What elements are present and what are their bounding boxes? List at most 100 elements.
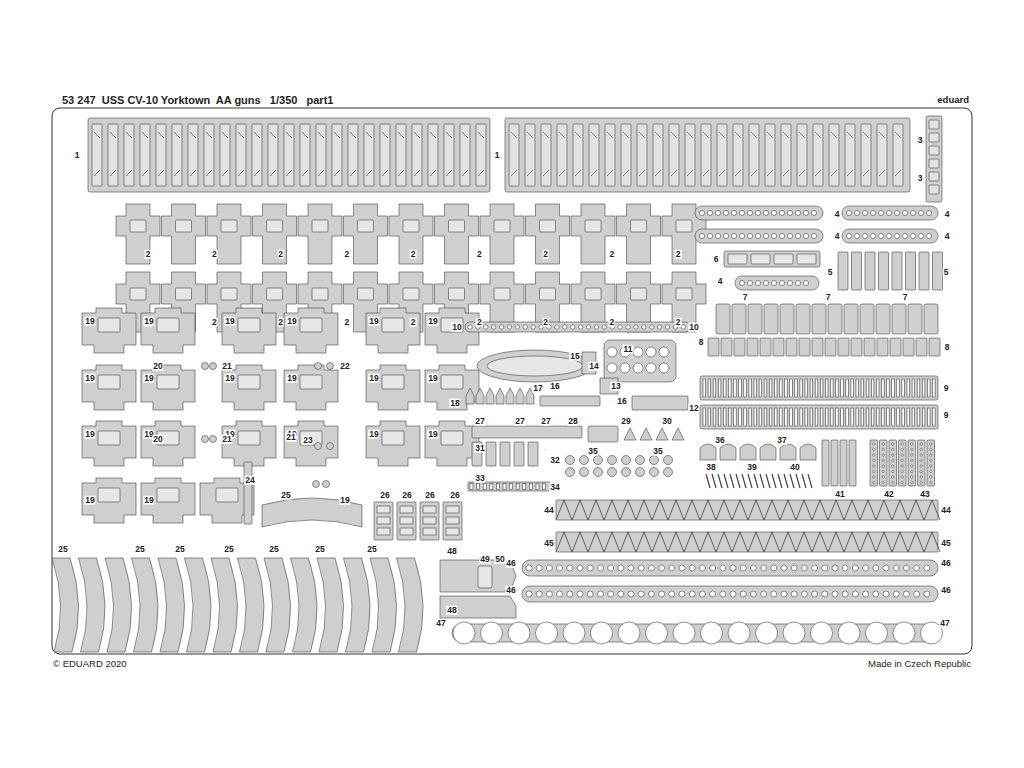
shield-detail (98, 488, 120, 502)
shield-detail (157, 488, 179, 502)
grille-slot (861, 379, 864, 397)
strip-detail (543, 484, 546, 490)
strip-hole (911, 481, 913, 483)
frame-part (734, 338, 745, 356)
callout-number: 25 (174, 545, 185, 554)
mount-part (617, 204, 661, 264)
strip-hole (781, 565, 787, 571)
disc-part (566, 468, 575, 477)
strip-hole (659, 591, 665, 597)
strip-hole (499, 325, 503, 329)
strip-hole (901, 443, 903, 445)
callout-number: 25 (268, 545, 279, 554)
frame-part (773, 338, 784, 356)
callout-number: 2 (343, 250, 350, 259)
mount-detail (494, 288, 510, 300)
rail-segment (877, 124, 887, 186)
rail-detail (863, 132, 869, 138)
callout-number: 19 (143, 317, 154, 326)
curved-part (317, 558, 344, 652)
callout-number: 2 (145, 250, 152, 259)
grille-slot (713, 408, 716, 426)
strip-hole (886, 210, 891, 215)
plate-hole (607, 363, 617, 373)
callout-number: 8 (698, 338, 705, 347)
grille-slot (749, 379, 752, 397)
disc-part (566, 456, 575, 465)
shield-part (425, 365, 479, 410)
rail-detail (799, 170, 805, 176)
strip-hole (699, 591, 705, 597)
strip-hole (930, 448, 932, 450)
rail-segment (929, 159, 939, 168)
callout-number: 4 (944, 232, 951, 241)
fret-marking: Made in Czech Republic (867, 659, 972, 669)
strip-hole (597, 591, 603, 597)
strip-hole (650, 325, 654, 329)
pin-part (790, 474, 794, 488)
rail-segment (637, 124, 647, 186)
strip-hole (679, 565, 685, 571)
shield-part (141, 308, 195, 353)
mount-part (571, 204, 615, 264)
callout-number: 19 (427, 317, 438, 326)
rail-detail (671, 132, 677, 138)
callout-number: 27 (514, 417, 525, 426)
callout-number: 27 (474, 417, 485, 426)
callout-number: 19 (368, 317, 379, 326)
truss-detail (556, 500, 940, 520)
shield-detail (238, 375, 260, 389)
strip-hole (886, 233, 891, 238)
grille-slot (902, 408, 905, 426)
strip-hole (536, 591, 542, 597)
strip-hole (739, 210, 744, 215)
grille-slot (785, 379, 788, 397)
strip-part (880, 440, 888, 486)
rail-segment (332, 124, 342, 186)
callout-number: 36 (714, 436, 725, 445)
strip-hole (523, 325, 527, 329)
callout-number: 41 (834, 490, 845, 499)
rail-segment (573, 124, 583, 186)
strip-hole (930, 443, 932, 445)
strip-hole (791, 565, 797, 571)
strip-hole (747, 280, 752, 285)
mount-detail (585, 288, 601, 300)
strip-hole (763, 233, 768, 238)
strip-hole (689, 565, 695, 571)
rail-segment (653, 124, 663, 186)
fret-title: 53 247 USS CV-10 Yorktown AA guns 1/350 … (62, 95, 333, 106)
strip-hole (878, 233, 883, 238)
callout-number: 4 (834, 232, 841, 241)
disc-part (594, 456, 603, 465)
rail-segment (412, 124, 422, 186)
grille-slot (754, 379, 757, 397)
shield-detail (382, 375, 404, 389)
grille-slot (759, 379, 762, 397)
rail-segment (749, 124, 759, 186)
callout-number: 21 (221, 362, 232, 371)
grille-slot (851, 408, 854, 426)
callout-number: 25 (280, 491, 291, 500)
grille-slot (744, 379, 747, 397)
rail-detail (687, 132, 693, 138)
strip-hole (531, 325, 535, 329)
rail-detail (318, 170, 324, 176)
callout-number: 33 (474, 474, 485, 483)
frame-part (747, 338, 758, 356)
callout-number: 22 (339, 362, 350, 371)
strip-hole (648, 565, 654, 571)
callout-number: 1 (494, 151, 501, 160)
strip-hole (546, 591, 552, 597)
rail-detail (767, 132, 773, 138)
strip-hole (901, 459, 903, 461)
curved-part (211, 558, 238, 652)
strip-hole (870, 233, 875, 238)
frame-part (929, 338, 940, 356)
callout-number: 16 (616, 397, 627, 406)
frame-part (903, 338, 914, 356)
rail-detail (174, 170, 180, 176)
strip-hole (731, 233, 736, 238)
bracket-part (780, 444, 796, 460)
strip-hole (873, 465, 875, 467)
